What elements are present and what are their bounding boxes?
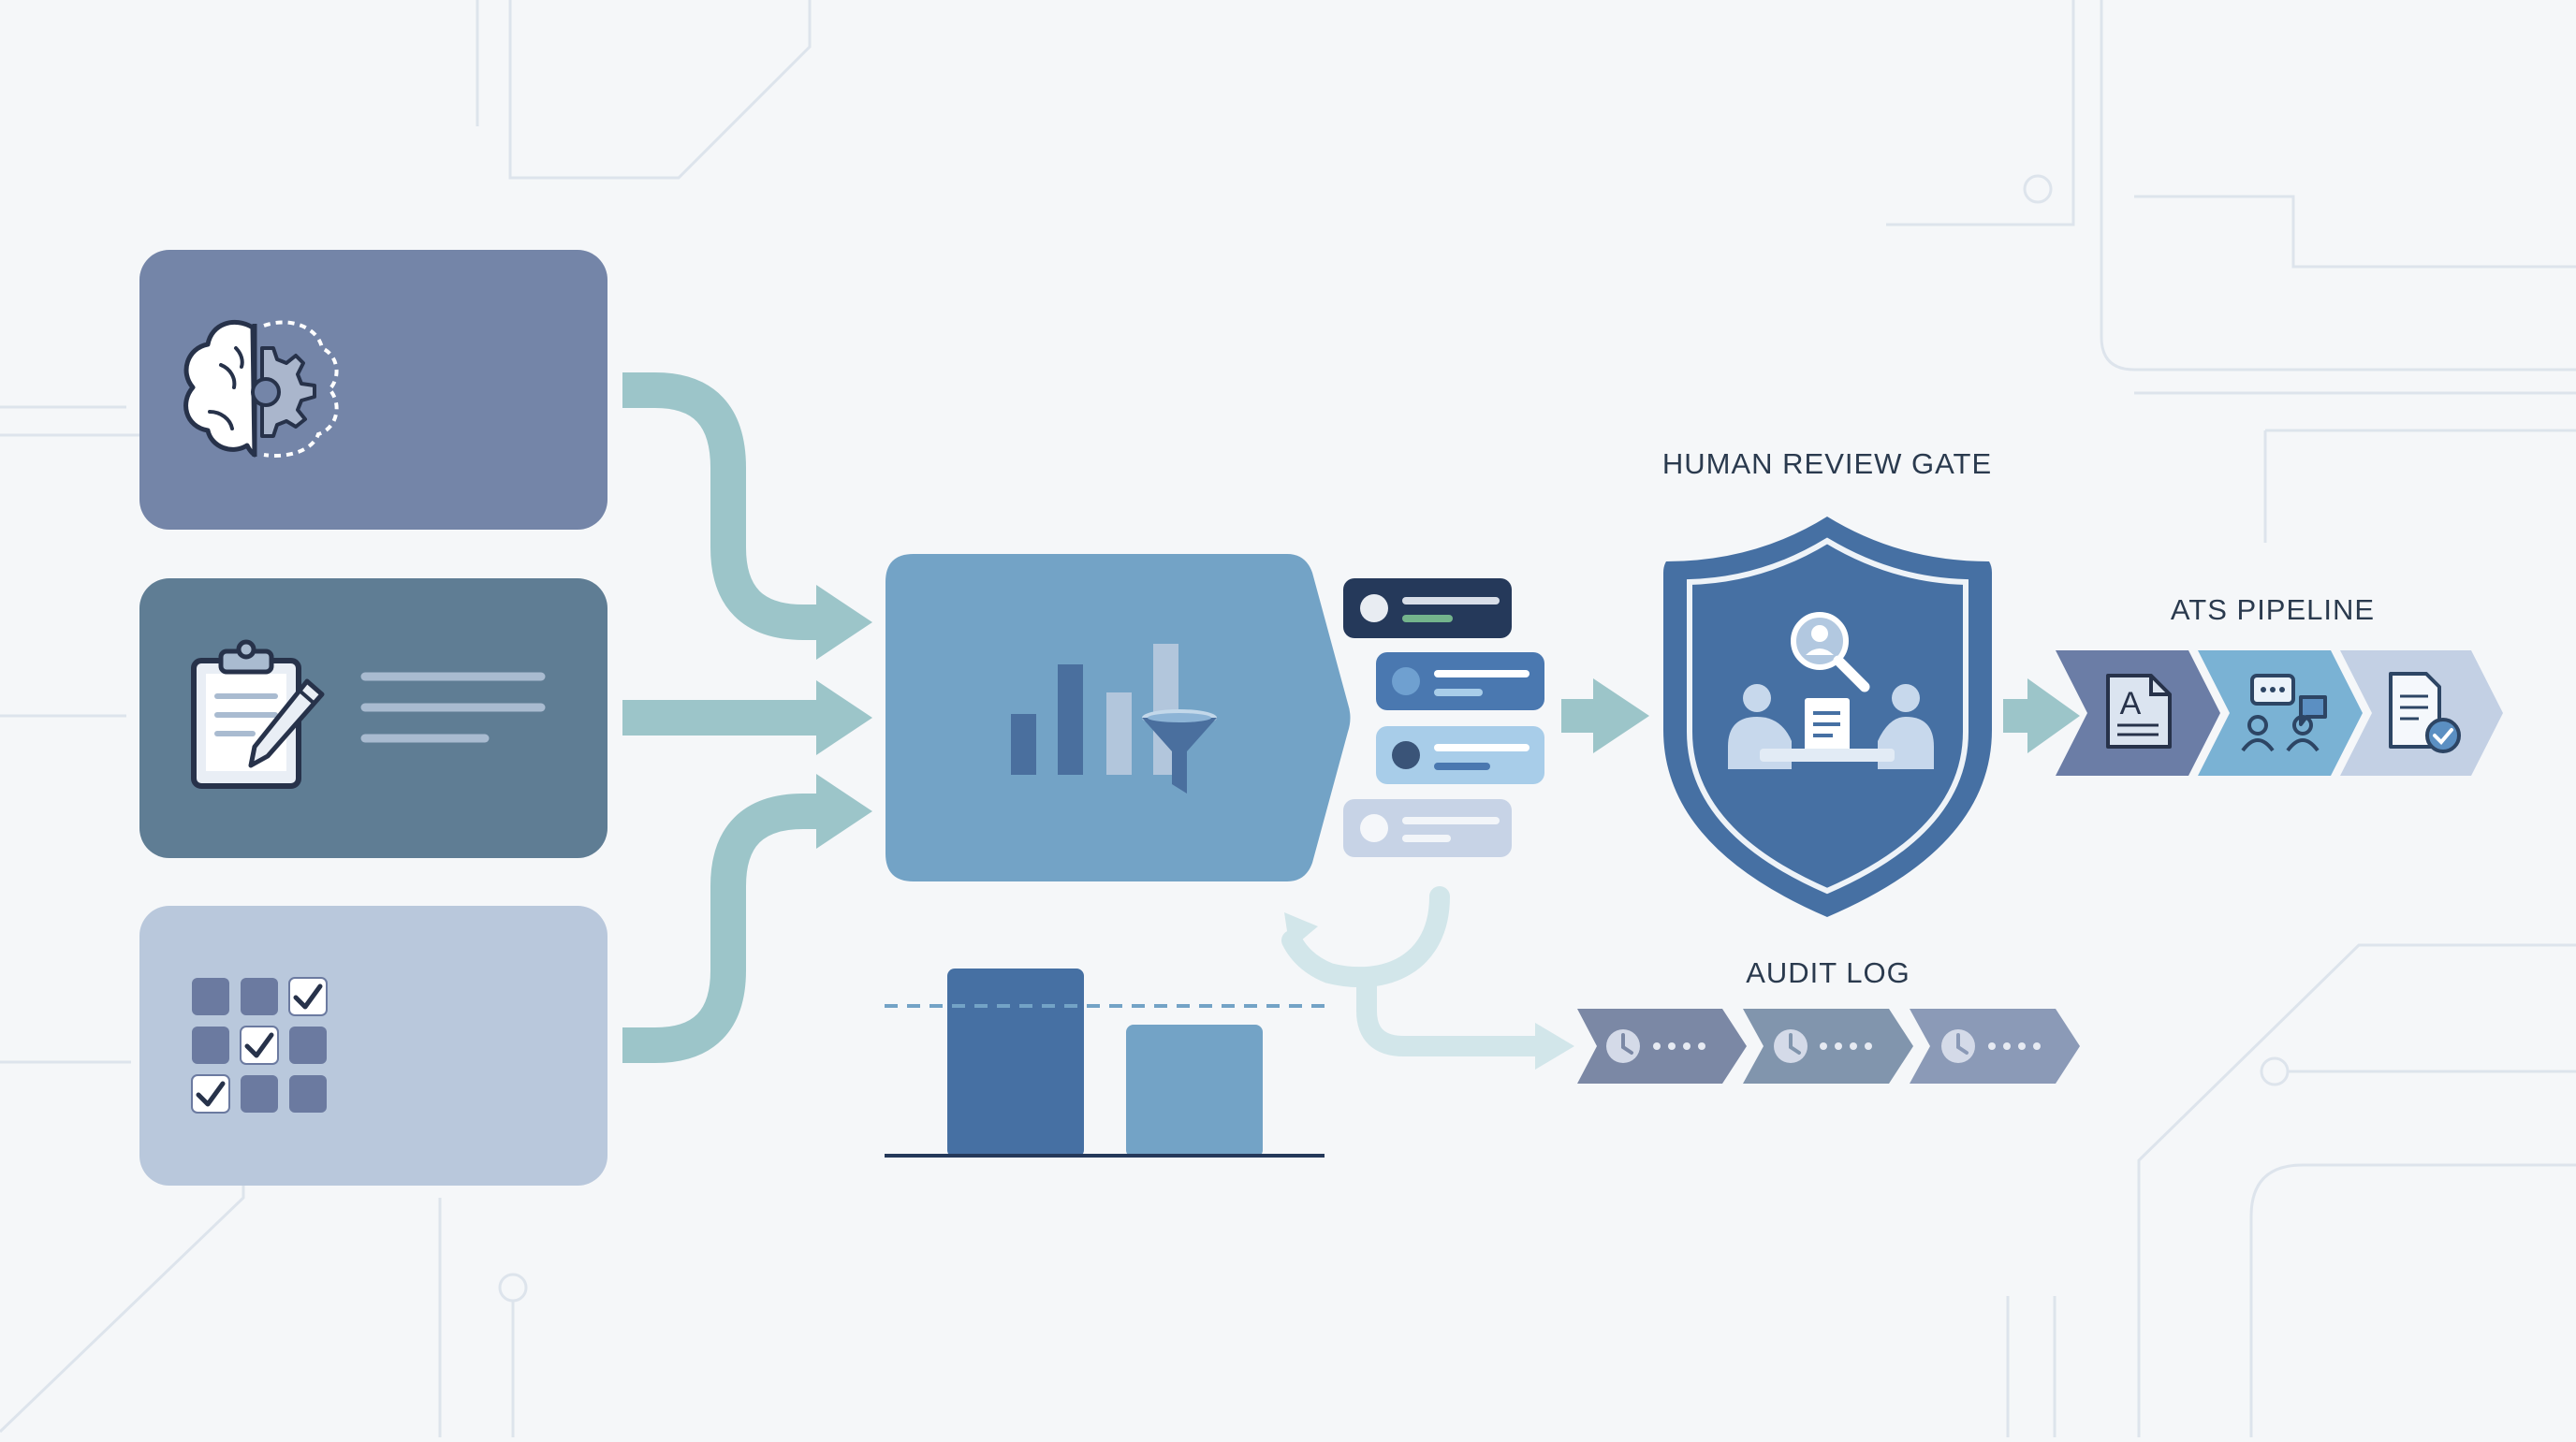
audit-log-entries bbox=[1577, 1009, 2080, 1084]
input-arrowheads bbox=[816, 585, 872, 849]
svg-text:A: A bbox=[2120, 686, 2142, 721]
clipboard-pencil-icon bbox=[191, 639, 325, 789]
ranked-candidate-3 bbox=[1376, 726, 1544, 784]
ranked-candidate-4 bbox=[1343, 799, 1512, 857]
feedback-loop bbox=[1281, 886, 1555, 1056]
impact-bar-group-a bbox=[947, 969, 1084, 1158]
ats-stage-interview bbox=[2198, 650, 2363, 776]
ranked-candidate-1 bbox=[1343, 578, 1512, 638]
cognitive-assessment-card bbox=[139, 250, 607, 530]
review-meeting-icon bbox=[1728, 612, 1934, 769]
audit-entry-3 bbox=[1910, 1009, 2080, 1084]
interview-notes-lines bbox=[360, 672, 546, 743]
checkbox-grid-icon bbox=[191, 977, 328, 1114]
arrow-to-review bbox=[1561, 678, 1649, 753]
adverse-impact-chart bbox=[885, 969, 1325, 1158]
work-sample-card bbox=[139, 906, 607, 1186]
ats-pipeline-chevrons: A bbox=[2056, 650, 2503, 776]
audit-log-label: AUDIT LOG bbox=[1746, 956, 1910, 989]
ats-stage-resume: A bbox=[2056, 650, 2220, 776]
human-review-gate-label: HUMAN REVIEW GATE bbox=[1661, 447, 1993, 480]
ats-pipeline-label: ATS PIPELINE bbox=[2170, 593, 2376, 626]
feedback-arrowheads bbox=[1284, 912, 1574, 1070]
arrow-to-ats bbox=[2003, 678, 2080, 753]
bar-chart-funnel-icon bbox=[1011, 644, 1217, 794]
audit-entry-2 bbox=[1743, 1009, 1913, 1084]
input-connectors bbox=[622, 372, 821, 1063]
ranked-candidate-2 bbox=[1376, 652, 1544, 710]
audit-entry-1 bbox=[1577, 1009, 1747, 1084]
brain-gear-icon bbox=[183, 319, 339, 458]
ranked-candidates bbox=[1343, 578, 1544, 857]
ats-stage-offer bbox=[2340, 650, 2503, 776]
impact-bar-group-b bbox=[1126, 1025, 1263, 1158]
